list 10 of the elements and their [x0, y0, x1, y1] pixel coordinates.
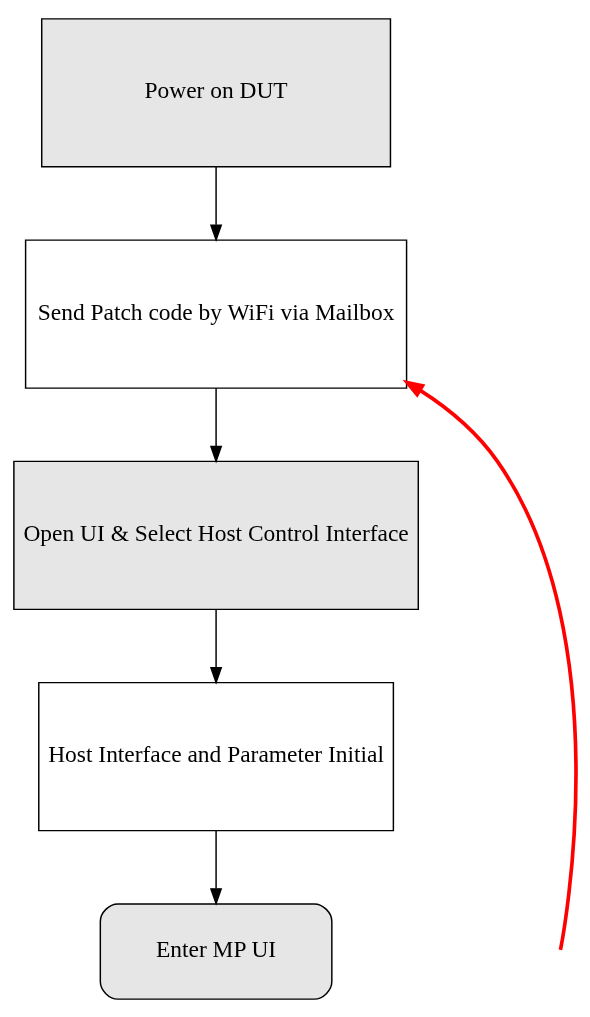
node-box: Open UI & Select Host Control Interface — [13, 460, 420, 610]
arrow — [209, 387, 223, 463]
arrow — [209, 608, 223, 685]
node-box: Enter MP UI — [99, 902, 333, 1000]
node-box: Power on DUT — [41, 17, 392, 168]
arrow — [209, 829, 223, 906]
arrow — [209, 165, 223, 242]
arrow — [402, 379, 578, 950]
node-box: Host Interface and Parameter Initial — [38, 681, 395, 831]
node-box: Send Patch code by WiFi via Mailbox — [24, 238, 408, 389]
